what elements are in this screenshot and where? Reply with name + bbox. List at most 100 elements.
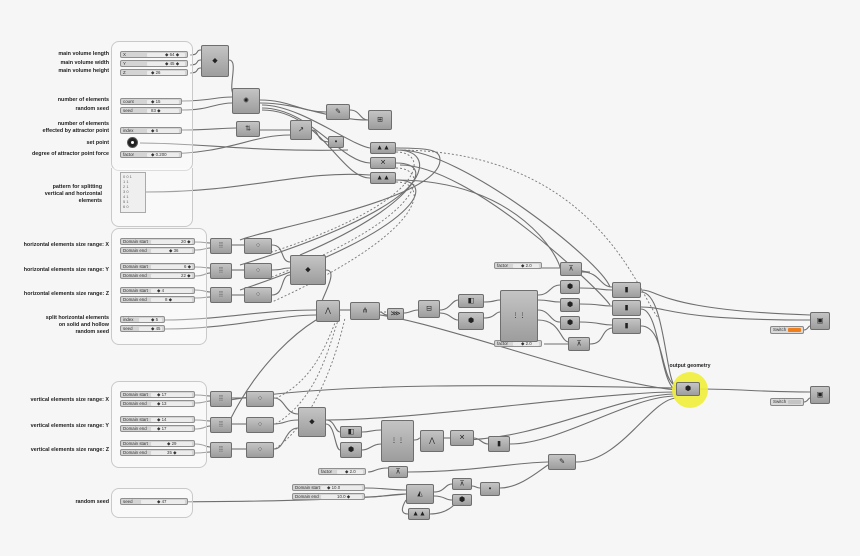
slider-main-x[interactable]: X◆ 64 ◆ — [120, 51, 188, 58]
slider-value: 20 ◆ — [181, 239, 191, 244]
construct-domain-vx[interactable]: ⁞⁞ — [210, 391, 232, 407]
brep-component-4[interactable]: ⬢ — [340, 442, 362, 458]
random-icon: ⁘ — [255, 242, 261, 250]
cull-component[interactable]: ⋙ — [387, 308, 404, 320]
slider-factor-2[interactable]: factor◆ 2.0 — [494, 262, 542, 269]
slider-seed-3[interactable]: seed◆ 47 — [120, 498, 188, 505]
box-icon: ◆ — [212, 57, 218, 65]
bake-component-1[interactable]: ▣ — [810, 312, 830, 330]
output-geometry-component[interactable]: ⬢ — [676, 382, 700, 396]
random-hz[interactable]: ⁘ — [244, 287, 272, 303]
slider-factor[interactable]: factor◆ 0.200 — [120, 151, 182, 158]
sort-icon: ⇅ — [245, 125, 251, 133]
slider-name: seed — [123, 499, 133, 504]
brep-component-3[interactable]: ◧ — [340, 426, 362, 438]
sort-component[interactable]: ⇅ — [236, 121, 260, 137]
stream-filter-4[interactable]: ▮ — [488, 436, 510, 452]
slider-dom-start[interactable]: Domain start◆ 10.0 — [292, 484, 365, 491]
solid-union-3[interactable]: ⬢ — [560, 316, 580, 330]
slider-vy-end[interactable]: Domain end◆ 17 — [120, 425, 195, 432]
random-reduce-component[interactable]: ⋔ — [350, 302, 380, 320]
stream-filter-2[interactable]: ▮ — [612, 300, 641, 316]
stream-filter-3[interactable]: ▮ — [612, 318, 641, 334]
random-vx[interactable]: ⁘ — [246, 391, 274, 407]
slider-count[interactable]: count◆ 15 — [120, 98, 182, 105]
list-item-component-1[interactable]: ▲▲ — [370, 142, 396, 154]
list-icon: ▲▲ — [376, 174, 390, 182]
solid-union-1[interactable]: ⬢ — [560, 280, 580, 294]
list-item-component-3[interactable]: ▲▲ — [408, 508, 430, 520]
slider-vy-start[interactable]: Domain start◆ 14 — [120, 416, 195, 423]
slider-main-y[interactable]: Y◆ 45 ◆ — [120, 60, 188, 67]
bake-component-2[interactable]: ▣ — [810, 386, 830, 404]
solid-union-icon: ⬢ — [566, 301, 574, 309]
solid-union-icon: ⬢ — [458, 496, 466, 504]
cluster-component[interactable]: ⋮⋮ — [500, 290, 538, 342]
slider-vx-start[interactable]: Domain start◆ 17 — [120, 391, 195, 398]
vector-component[interactable]: ↗ — [290, 120, 312, 140]
boolean-toggle-1[interactable]: Switch — [770, 326, 804, 334]
slider-index[interactable]: index◆ 6 — [120, 127, 182, 134]
boolean-toggle-2[interactable]: Switch — [770, 398, 804, 406]
random-component-bottom[interactable]: ◭ — [406, 484, 434, 504]
slider-name: Domain start — [295, 485, 320, 490]
point-component-2[interactable]: ▪ — [480, 482, 500, 496]
member-index-component[interactable]: ⊟ — [418, 300, 440, 318]
plane-component[interactable]: ⊞ — [368, 110, 392, 130]
slider-value: ◆ 0.200 — [151, 152, 167, 157]
slider-seed-2[interactable]: seed◆ 45 — [120, 325, 165, 332]
slider-vx-end[interactable]: Domain end◆ 13 — [120, 400, 195, 407]
cluster-icon: ⋮⋮ — [390, 437, 405, 445]
point-param[interactable] — [127, 137, 138, 148]
box-component[interactable]: ◆ — [201, 45, 229, 77]
brep-component-1[interactable]: ◧ — [458, 294, 484, 308]
random-hx[interactable]: ⁘ — [244, 238, 272, 254]
orient-component[interactable]: ⋀ — [316, 300, 340, 322]
dispatch-component-1[interactable]: ✕ — [370, 157, 396, 169]
slider-index-2[interactable]: index◆ 5 — [120, 316, 165, 323]
slider-vz-start[interactable]: Domain start◆ 29 — [120, 440, 195, 447]
scale-component-3[interactable]: ⊼ — [388, 466, 408, 478]
construct-domain-vz[interactable]: ⁞⁞ — [210, 442, 232, 458]
orient-component-2[interactable]: ⋀ — [420, 430, 444, 452]
construct-domain-hy[interactable]: ⁞⁞ — [210, 263, 232, 279]
slider-hz-start[interactable]: Domain start◆ 4 — [120, 287, 195, 294]
stream-filter-1[interactable]: ▮ — [612, 282, 641, 298]
populate-component[interactable]: ✺ — [232, 88, 260, 114]
construct-domain-hx[interactable]: ⁞⁞ — [210, 238, 232, 254]
scale-component-4[interactable]: ⊼ — [452, 478, 472, 490]
solid-union-4[interactable]: ⬢ — [452, 494, 472, 506]
cluster-component-2[interactable]: ⋮⋮ — [381, 420, 414, 462]
cluster-icon: ⋮⋮ — [512, 312, 526, 320]
domain-icon: ⁞⁞ — [219, 446, 223, 454]
solid-union-icon: ⬢ — [566, 283, 574, 291]
construct-domain-hz[interactable]: ⁞⁞ — [210, 287, 232, 303]
brep-component-2[interactable]: ⬢ — [458, 312, 484, 330]
random-vz[interactable]: ⁘ — [246, 442, 274, 458]
random-hy[interactable]: ⁘ — [244, 263, 272, 279]
scale-component-1[interactable]: ⊼ — [560, 262, 582, 276]
pattern-panel[interactable]: 0 0 1 1 1 2 1 3 0 4 1 5 1 6 0 — [120, 172, 146, 213]
list-item-component-2[interactable]: ▲▲ — [370, 172, 396, 184]
center-box-vertical[interactable]: ◆ — [298, 407, 326, 437]
slider-factor-4[interactable]: factor◆ 2.0 — [318, 468, 366, 475]
point-component[interactable]: ▪ — [328, 136, 344, 148]
slider-value: 35 ◆ — [167, 450, 177, 455]
center-box-horizontal[interactable]: ◆ — [290, 255, 326, 285]
dispatch-component-2[interactable]: ✕ — [450, 430, 474, 446]
slider-main-z[interactable]: Z◆ 26 — [120, 69, 188, 76]
random-vy[interactable]: ⁘ — [246, 417, 274, 433]
move-component-2[interactable]: ✎ — [548, 454, 576, 470]
slider-hx-end[interactable]: Domain end◆ 36 — [120, 247, 195, 254]
scale-component-2[interactable]: ⊼ — [568, 337, 590, 351]
solid-union-2[interactable]: ⬢ — [560, 298, 580, 312]
move-component[interactable]: ✎ — [326, 104, 350, 120]
construct-domain-vy[interactable]: ⁞⁞ — [210, 417, 232, 433]
